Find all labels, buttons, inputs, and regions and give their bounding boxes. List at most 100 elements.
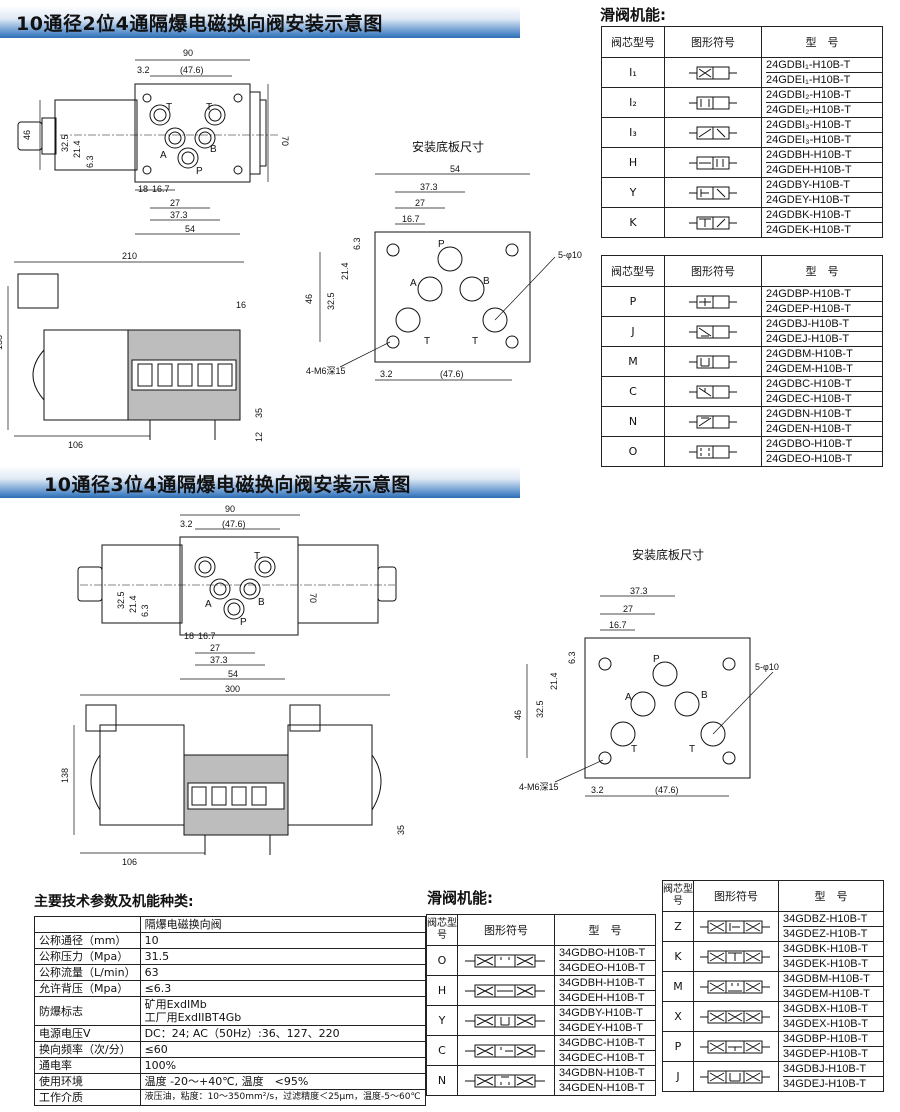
dim-35: 35 bbox=[254, 408, 264, 418]
valve-symbol-icon bbox=[664, 346, 762, 377]
sp1-dim-37-3: 37.3 bbox=[420, 182, 438, 192]
table-row: 换向频率（次/分）≤60 bbox=[34, 1041, 426, 1058]
sp1-port-p: P bbox=[438, 239, 445, 250]
valve-symbol-icon bbox=[457, 945, 555, 976]
dim-21-4: 21.4 bbox=[72, 140, 82, 158]
col-core-header: 阀芯型号 bbox=[662, 880, 694, 912]
valve-symbol-icon bbox=[693, 971, 779, 1002]
sp2-dim-3-2: 3.2 bbox=[591, 785, 604, 795]
spool-functions-bottom-title: 滑阀机能: bbox=[427, 889, 493, 907]
col-core-header: 阀芯型号 bbox=[601, 26, 665, 58]
subplate2-drawing: 37.3 27 16.7 P A B T T 5-φ10 46 32.5 21.… bbox=[513, 586, 779, 797]
dim-3-2: 3.2 bbox=[137, 65, 150, 75]
valve-symbol-icon bbox=[664, 376, 762, 407]
v3-dim-37-3: 37.3 bbox=[210, 655, 228, 665]
dim-138: 138 bbox=[0, 335, 4, 350]
dim-47-6: (47.6) bbox=[180, 65, 204, 75]
col-model-header: 型 号 bbox=[761, 26, 883, 58]
sp1-dim-3-2: 3.2 bbox=[380, 369, 393, 379]
sp1-dim-46: 46 bbox=[304, 294, 314, 304]
v3-dim-3-2: 3.2 bbox=[180, 519, 193, 529]
sp2-dim-27: 27 bbox=[623, 604, 633, 614]
v3-dim-47-6: (47.6) bbox=[222, 519, 246, 529]
sp1-dim-21-4: 21.4 bbox=[340, 262, 350, 280]
v3-dim-138: 138 bbox=[60, 768, 70, 783]
valve-symbol-icon bbox=[457, 1005, 555, 1036]
sp2-port-a: A bbox=[625, 692, 632, 703]
sp1-dim-27: 27 bbox=[415, 198, 425, 208]
section1-banner bbox=[0, 6, 520, 38]
v3-dim-21-4: 21.4 bbox=[128, 595, 138, 613]
col-core-header: 阀芯型号 bbox=[601, 255, 665, 287]
valve-symbol-icon bbox=[664, 207, 762, 238]
dim-12: 12 bbox=[254, 432, 264, 442]
col-symbol-header: 图形符号 bbox=[664, 255, 762, 287]
spool-functions-top-title: 滑阀机能: bbox=[600, 6, 666, 24]
sp1-dim-6-3: 6.3 bbox=[352, 237, 362, 250]
sp1-dim-32-5: 32.5 bbox=[326, 292, 336, 310]
v3-dim-70: 70 bbox=[308, 593, 318, 603]
sp1-port-a: A bbox=[410, 278, 417, 289]
section1-title: 10通径2位4通隔爆电磁换向阀安装示意图 bbox=[16, 13, 383, 35]
valve-2pos-top-view: 90 (47.6) 3.2 T T A B P 46 70 32.5 21.4 … bbox=[17, 48, 290, 235]
table-row: 允许背压（Mpa）≤6.3 bbox=[34, 980, 426, 997]
valve-symbol-icon bbox=[457, 1035, 555, 1066]
col-core-header: 阀芯型号 bbox=[426, 914, 458, 946]
sp1-dim-47-6: (47.6) bbox=[440, 369, 464, 379]
valve-symbol-icon bbox=[664, 316, 762, 347]
table-row: 公称通径（mm）10 bbox=[34, 932, 426, 949]
sp1-holes: 5-φ10 bbox=[558, 250, 582, 260]
valve-symbol-icon bbox=[693, 941, 779, 972]
table-row: 公称压力（Mpa）31.5 bbox=[34, 948, 426, 965]
dim-6-3: 6.3 bbox=[85, 155, 95, 168]
dim-46: 46 bbox=[22, 130, 32, 140]
sp2-dim-46: 46 bbox=[513, 710, 523, 720]
sp2-port-b: B bbox=[701, 690, 708, 701]
port-b-label: B bbox=[210, 144, 217, 155]
dim-54: 54 bbox=[185, 224, 195, 234]
sp2-dim-32-5: 32.5 bbox=[535, 700, 545, 718]
v3-dim-27: 27 bbox=[210, 643, 220, 653]
v3-dim-6-3: 6.3 bbox=[140, 604, 150, 617]
v3-dim-32-5: 32.5 bbox=[116, 591, 126, 609]
valve-3pos-side-view: 300 138 35 106 bbox=[60, 685, 406, 867]
sp2-screws: 4-M6深15 bbox=[519, 782, 559, 792]
valve-symbol-icon bbox=[693, 1061, 779, 1092]
sp2-dim-6-3: 6.3 bbox=[567, 651, 577, 664]
subplate2-title: 安装底板尺寸 bbox=[632, 548, 705, 562]
valve-symbol-icon bbox=[693, 911, 779, 942]
table-row: 工作介质液压油，粘度：10～350mm²/s，过滤精度＜25μm，温度-5～60… bbox=[34, 1089, 426, 1106]
dim-18: 18 bbox=[138, 184, 148, 194]
sp2-port-t: T bbox=[631, 744, 637, 755]
v3-dim-18: 18 bbox=[184, 631, 194, 641]
sp1-port-t: T bbox=[424, 336, 430, 347]
col-model-header: 型 号 bbox=[778, 880, 884, 912]
dim-32-5: 32.5 bbox=[60, 134, 70, 152]
col-model-header: 型 号 bbox=[554, 914, 656, 946]
col-symbol-header: 图形符号 bbox=[693, 880, 779, 912]
v3-dim-16-7: 16.7 bbox=[198, 631, 216, 641]
valve-symbol-icon bbox=[457, 1065, 555, 1096]
v3-port-p: P bbox=[240, 617, 247, 628]
v3-dim-35: 35 bbox=[396, 825, 406, 835]
subplate1-title: 安装底板尺寸 bbox=[412, 140, 485, 154]
